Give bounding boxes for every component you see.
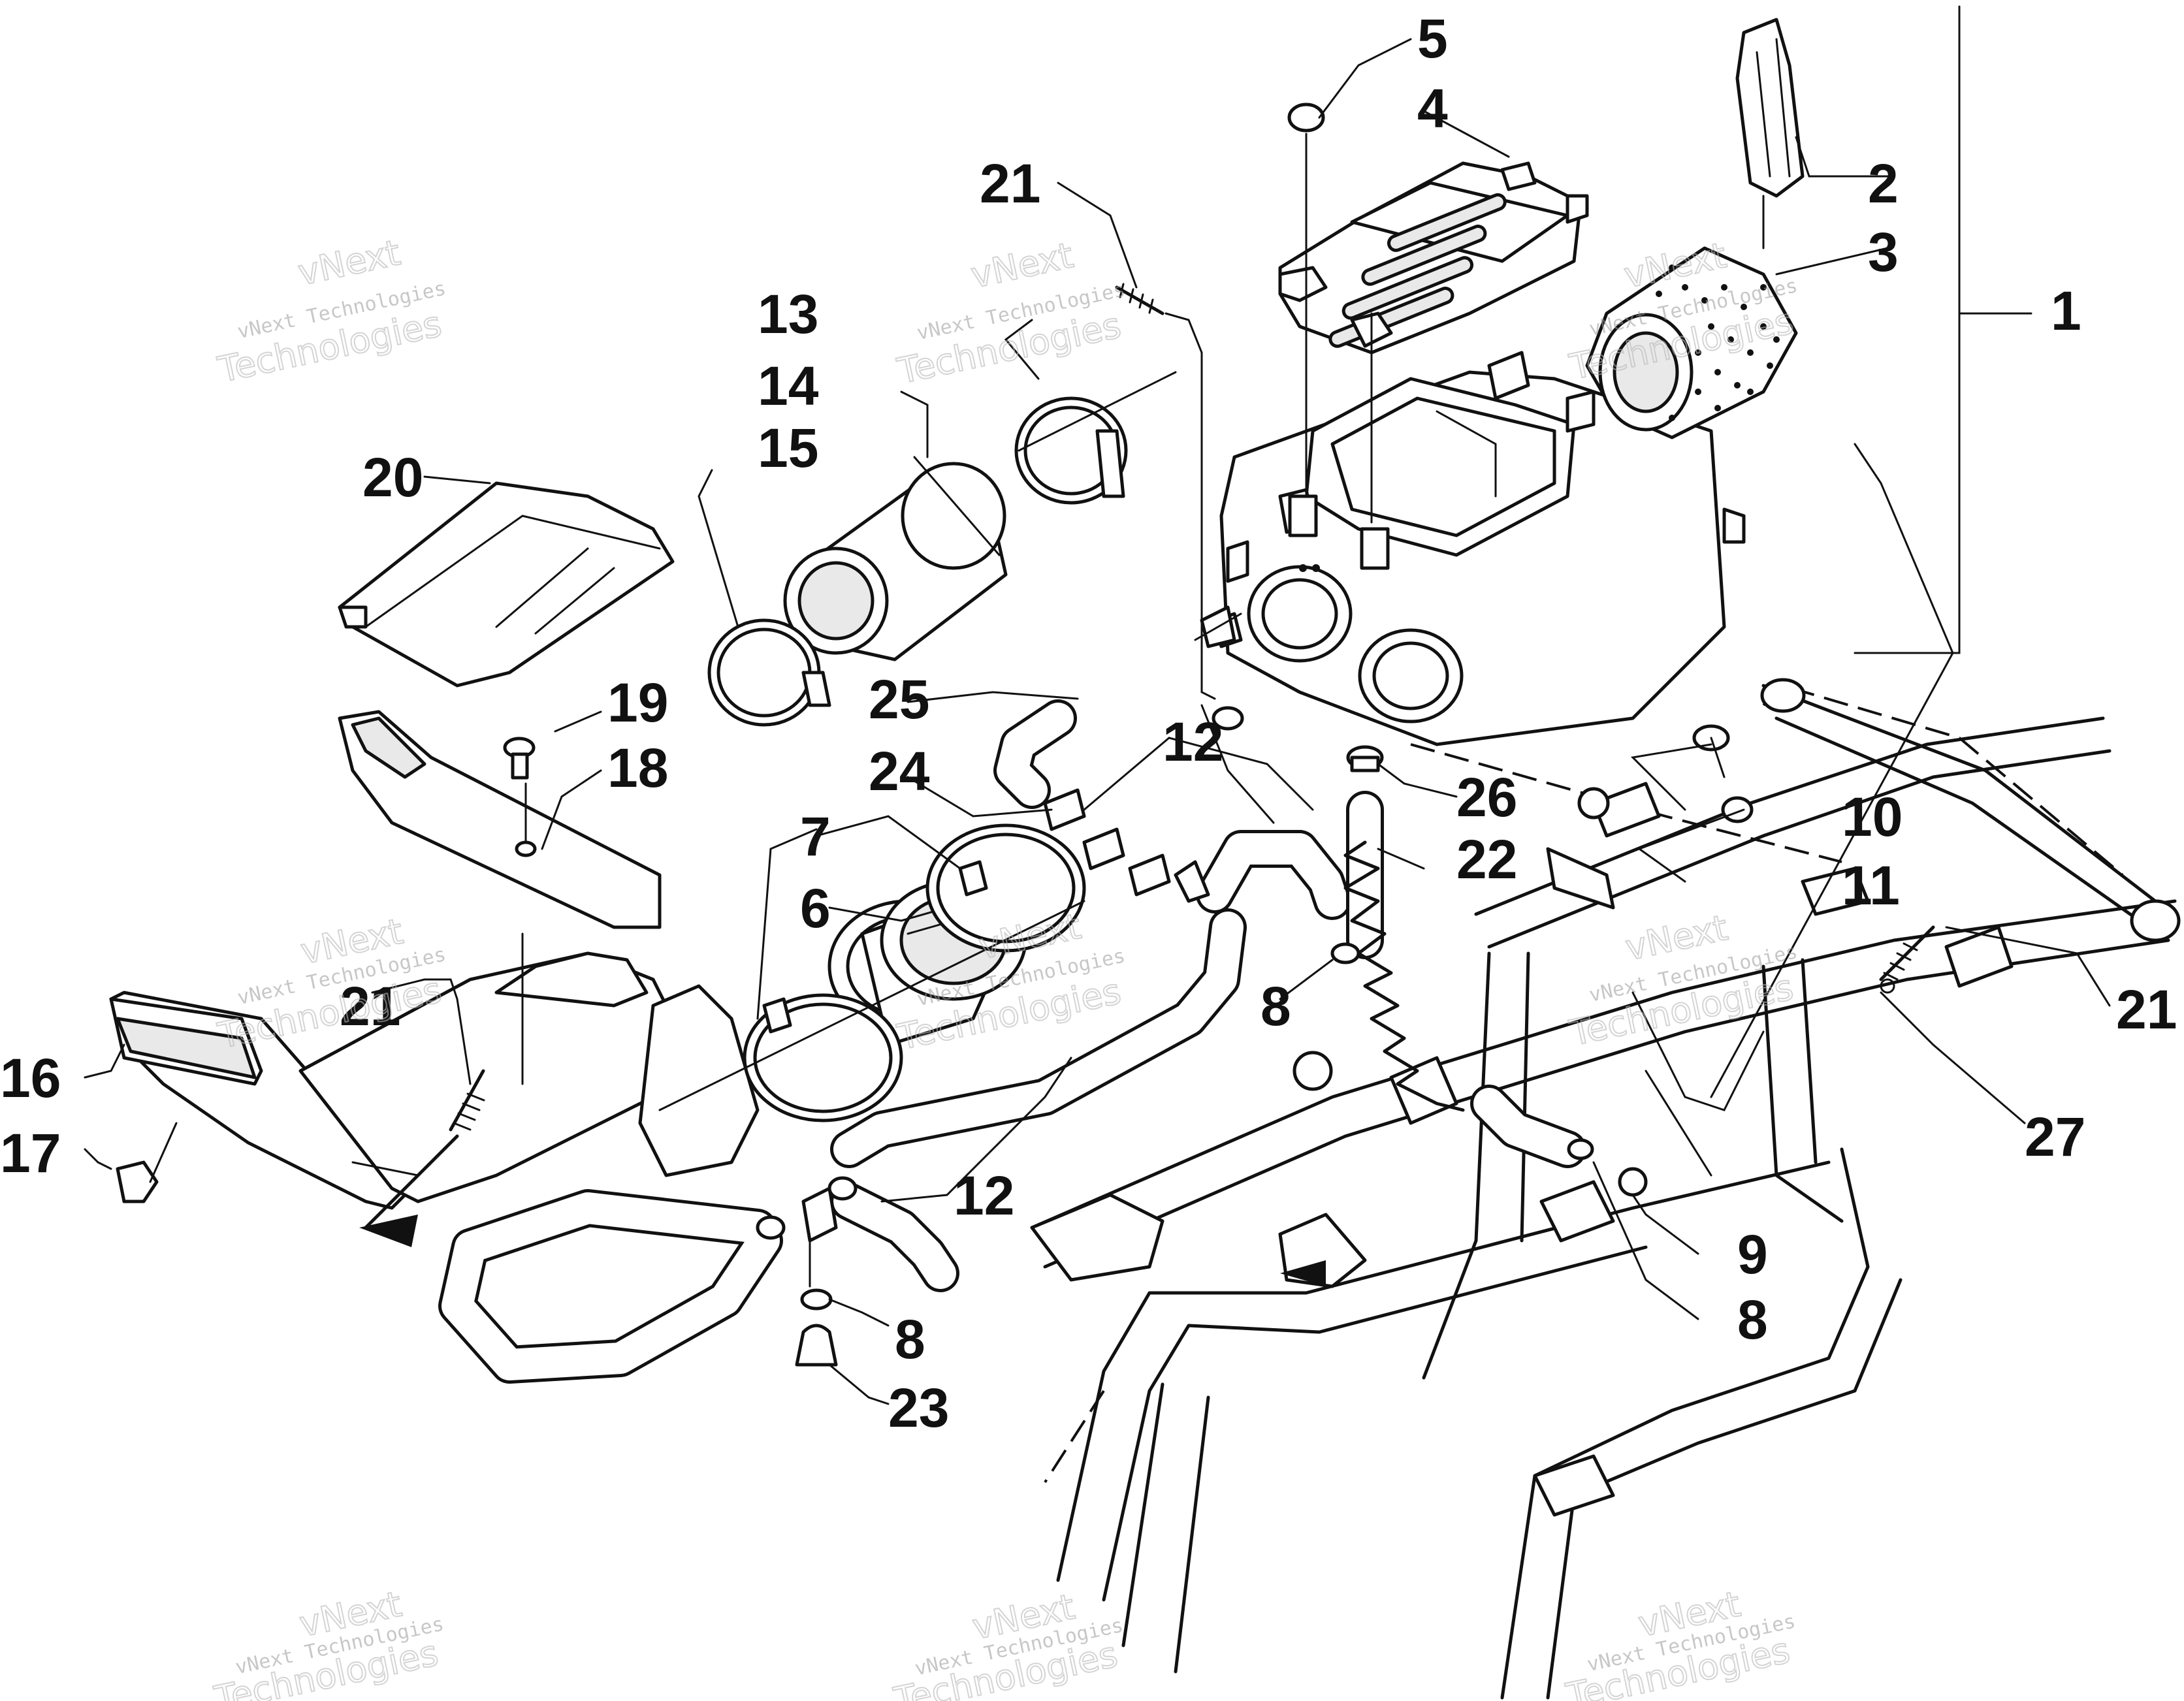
- intake-boot: [827, 880, 1027, 1047]
- clamp-upper: [1014, 371, 1177, 505]
- intake-tube: [783, 456, 1008, 661]
- direction-arrow-left: [359, 1215, 418, 1247]
- hose-clamp-boot: [658, 823, 1086, 1122]
- callout-24: 24: [869, 740, 930, 802]
- air-filter: [1585, 246, 1798, 439]
- air-box-cover: [1278, 161, 1589, 355]
- callout-22: 22: [1456, 829, 1517, 890]
- air-box: [1213, 351, 1746, 746]
- drain-hoses: [438, 699, 1586, 1384]
- foam-pad: [338, 710, 662, 929]
- watermark-line1: vNext: [967, 234, 1076, 296]
- callout-10: 10: [1842, 786, 1903, 848]
- callout-21-top: 21: [980, 153, 1040, 214]
- direction-arrow-center: [1280, 1260, 1326, 1286]
- callout-25: 25: [869, 669, 929, 730]
- callout-27: 27: [2025, 1106, 2085, 1168]
- callout-1: 1: [2051, 280, 2081, 342]
- callout-labels: 1 2 3 4 5 6 7 8 8 8 9 10 11 12 12 13 14 …: [0, 8, 2177, 1439]
- clamp-lower: [707, 618, 831, 727]
- callout-13: 13: [758, 283, 818, 345]
- callout-26: 26: [1456, 767, 1517, 828]
- callout-4: 4: [1417, 78, 1448, 139]
- bolt-top: [1115, 283, 1216, 700]
- callout-12-upper: 12: [1163, 711, 1223, 772]
- leader-lines: [84, 5, 2111, 1405]
- chassis-frame: [1030, 678, 2181, 1700]
- push-rivet: [503, 737, 536, 844]
- callout-12-lower: 12: [954, 1165, 1014, 1226]
- callout-5: 5: [1417, 8, 1448, 69]
- hose-fittings: [756, 605, 1935, 1367]
- bolt-lower-left: [449, 1069, 485, 1132]
- callout-16: 16: [0, 1047, 61, 1109]
- cover-screw: [1287, 103, 1373, 524]
- callout-21-left: 21: [340, 976, 400, 1037]
- watermark-line1: vNext: [295, 232, 404, 293]
- callout-17: 17: [0, 1122, 61, 1184]
- callout-11: 11: [1842, 855, 1900, 916]
- spring-hose-guard: [1343, 840, 1465, 1112]
- intake-duct: [109, 932, 760, 1210]
- callout-8-upper: 8: [1261, 976, 1291, 1037]
- callout-8-lower-right: 8: [1737, 1289, 1768, 1350]
- callout-19: 19: [607, 672, 668, 733]
- callout-18: 18: [607, 737, 668, 799]
- callout-7: 7: [800, 806, 831, 867]
- callout-23: 23: [888, 1377, 949, 1439]
- callout-3: 3: [1868, 221, 1899, 283]
- filter-bracket: [1735, 18, 1805, 249]
- callout-8-lower-left: 8: [895, 1309, 925, 1370]
- callout-9: 9: [1737, 1224, 1768, 1285]
- guide-line-left: [364, 1134, 459, 1230]
- callout-14: 14: [758, 355, 819, 417]
- callout-6: 6: [800, 878, 831, 939]
- callout-15: 15: [758, 417, 818, 479]
- callout-20: 20: [362, 447, 423, 508]
- callout-2: 2: [1868, 153, 1899, 214]
- callout-21-right: 21: [2116, 979, 2177, 1040]
- spring-clip: [116, 1122, 178, 1203]
- intake-cover: [338, 481, 675, 688]
